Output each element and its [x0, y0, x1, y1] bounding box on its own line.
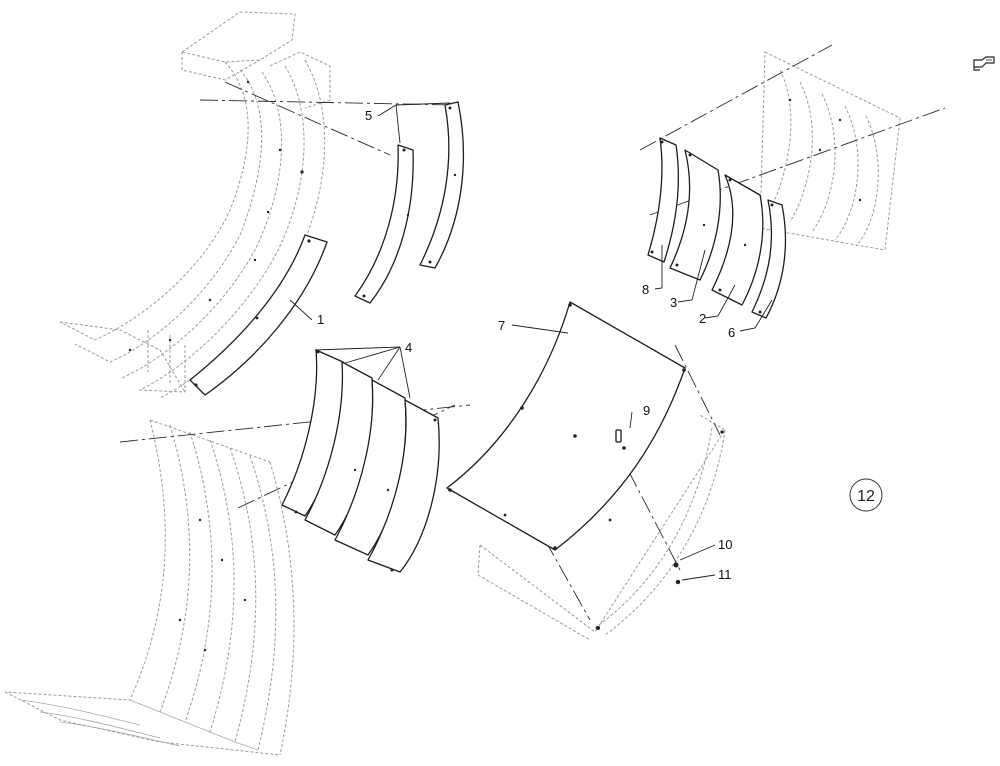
callout-10: 10 — [718, 537, 732, 552]
callout-labels: 1 2 3 4 5 6 7 8 9 10 11 — [317, 108, 735, 582]
ghost-lower-right-frame — [477, 414, 726, 641]
parts-right-liners — [647, 137, 787, 319]
callout-9: 9 — [643, 403, 650, 418]
callout-2: 2 — [699, 311, 706, 326]
part-5-strips — [354, 101, 465, 304]
callout-6: 6 — [728, 325, 735, 340]
ghost-right-housing — [759, 51, 901, 251]
callout-1: 1 — [317, 312, 324, 327]
callout-5: 5 — [365, 108, 372, 123]
ghost-upper-housing — [59, 11, 331, 399]
part-4-liners — [281, 349, 440, 573]
page-number: 12 — [857, 488, 875, 505]
callout-8: 8 — [642, 282, 649, 297]
hand-pointer-icon[interactable] — [973, 56, 995, 71]
part-7-panel — [446, 301, 686, 551]
callout-7: 7 — [498, 318, 505, 333]
callout-3: 3 — [670, 295, 677, 310]
callout-11: 11 — [718, 567, 732, 582]
fasteners — [615, 429, 681, 585]
callout-4: 4 — [405, 340, 412, 355]
part-1-strip — [189, 234, 328, 396]
page-number-badge: 12 — [849, 478, 883, 512]
ghost-lower-grate — [4, 419, 295, 756]
leader-lines — [289, 102, 773, 581]
